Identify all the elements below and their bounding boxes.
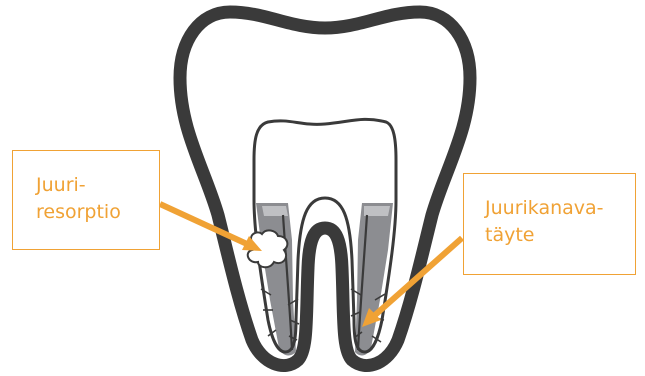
canal-filling-label-line1: Juurikanava- xyxy=(485,195,604,222)
resorption-label-line1: Juuri- xyxy=(36,172,121,199)
canal-filling-label: Juurikanava- täyte xyxy=(485,195,604,249)
right-filling-highlight xyxy=(364,206,390,216)
resorption-label-line2: resorptio xyxy=(36,199,121,226)
tooth-outline xyxy=(180,12,470,366)
canal-filling-label-line2: täyte xyxy=(485,222,604,249)
left-filling-highlight xyxy=(262,206,288,216)
resorption-label: Juuri- resorptio xyxy=(36,172,121,226)
